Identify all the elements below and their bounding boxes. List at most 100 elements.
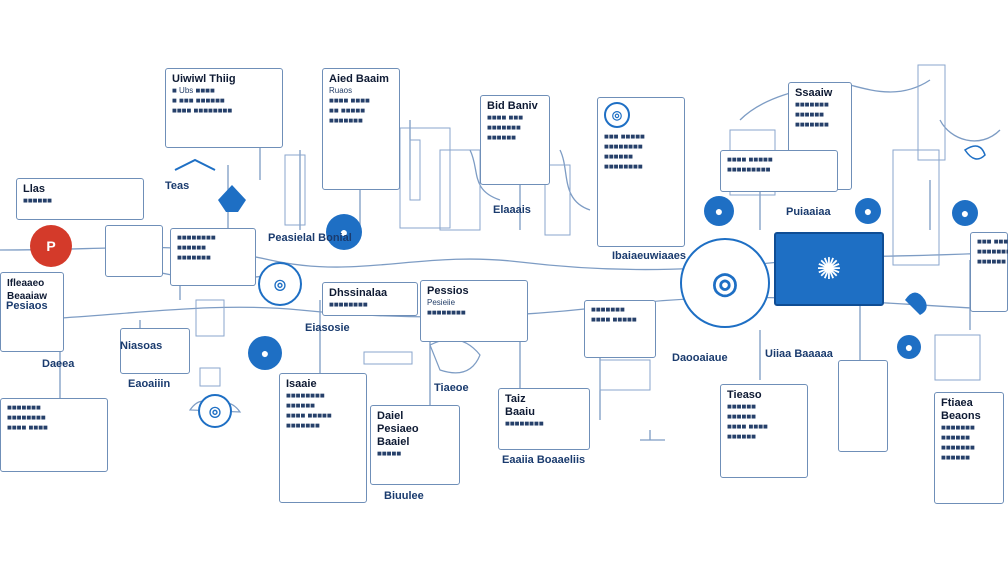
card-line: ■■■■ ■■■■ — [727, 422, 768, 431]
gear-icon: ✺ — [816, 252, 842, 286]
card-line: Ruaos — [329, 86, 353, 95]
card-line: ■■■■ ■■■■■■■■ — [172, 106, 233, 115]
card-line: ■■■ ■■■■ — [977, 237, 1008, 246]
card-title: Uiwiwl Thiig — [172, 73, 236, 85]
card-line: ■■■■ ■■■ — [487, 113, 524, 122]
card-line: ■■■■■■■■ — [286, 391, 325, 400]
card-title: Taiz Baaiu — [505, 393, 535, 418]
card-line: ■■■■■■■ — [795, 120, 829, 129]
card-line: ■■■■■■■ — [941, 423, 975, 432]
label-8: Uiiaa Baaaaa — [765, 348, 833, 360]
info-card-6: ■■■■ ■■■■■ ■■■■■■■■■ — [720, 150, 838, 192]
card-line: ■■■■■■ — [977, 257, 1006, 266]
label-1: Teas — [165, 180, 190, 192]
card-line: ■■■■ ■■■■■ — [286, 411, 332, 420]
card-line: ■■■■■■■ — [591, 305, 625, 314]
label-7: Daooaiaue — [672, 352, 728, 364]
card-line: ■■■■■■ — [604, 152, 633, 161]
info-card-18: ■■■■■■■ ■■■■■■■■ ■■■■ ■■■■ — [0, 398, 108, 472]
info-card-11: ■■■■■■■ ■■■■ ■■■■■ — [584, 300, 656, 358]
pin-node-3: ● — [704, 196, 734, 226]
card-line: ■■■■■■■■ — [7, 413, 46, 422]
pin-node-5: ● — [952, 200, 978, 226]
label-3: Elaaais — [493, 204, 531, 216]
central-hub-node: ◎ — [680, 238, 770, 328]
card-line: ■■■■■■■■ — [604, 162, 643, 171]
label-15: Niasoas — [120, 340, 163, 352]
label-13: Eaaiia Boaaeliis — [502, 454, 586, 466]
card-line: ■ ■■■ ■■■■■■ — [172, 96, 225, 105]
label-12: Biuulee — [384, 490, 424, 502]
label-6: Eiasosie — [305, 322, 350, 334]
card-title: Bid Baniv — [487, 100, 538, 112]
label-5: Puiaaiaa — [786, 206, 831, 218]
card-title: Dhssinalaa — [329, 287, 388, 299]
card-line: ■■■■■■■ — [795, 100, 829, 109]
card-title: Llas — [23, 183, 46, 195]
pin-node-6: ● — [897, 335, 921, 359]
card-line: ■■■■ ■■■■■ — [591, 315, 637, 324]
card-line: ■■■■■■ — [23, 196, 52, 205]
label-4: Ibaiaeuwiaaes — [612, 250, 686, 262]
info-card-15: Tieaso ■■■■■■ ■■■■■■ ■■■■ ■■■■ ■■■■■■ — [720, 384, 808, 478]
alert-node: P — [30, 225, 72, 267]
hub-node: ◎ — [258, 262, 302, 306]
card-line: ■ Ubs ■■■■ — [172, 86, 215, 95]
label-10: Eaoaiiin — [128, 378, 171, 390]
card-title: Tieaso — [727, 389, 762, 401]
card-line: ■■■■■■■■ — [329, 300, 368, 309]
gear-panel: ✺ — [774, 232, 884, 306]
card-line: ■■■■■■■■ — [427, 308, 466, 317]
card-title: Ftiaea Beaons — [941, 397, 981, 422]
card-line: ■■■■ ■■■■ — [7, 423, 48, 432]
pin-node-1: ● — [326, 214, 362, 250]
frame-b — [838, 360, 888, 452]
info-card-4: ◎ ■■■ ■■■■■ ■■■■■■■■ ■■■■■■ ■■■■■■■■ — [597, 97, 685, 247]
card-line: ■■■■■■■ — [177, 253, 211, 262]
card-line: Pesieiie — [427, 298, 456, 307]
card-line: ■■■■■■■■ — [177, 233, 216, 242]
frame-a — [105, 225, 163, 277]
card-line: ■■ ■■■■■ — [329, 106, 366, 115]
info-card-7: Llas ■■■■■■ — [16, 178, 144, 220]
card-line: ■■■■■■ — [727, 432, 756, 441]
card-title: Daiel Pesiaeo Baaiel — [377, 410, 419, 448]
card-line: ■■■■■■■■ — [604, 142, 643, 151]
card-line: ■■■■■■■ — [7, 403, 41, 412]
card-line: ■■■■■■■ — [329, 116, 363, 125]
info-card-14: Taiz Baaiu ■■■■■■■■ — [498, 388, 590, 450]
card-line: ■■■■■■ — [727, 412, 756, 421]
card-line: ■■■ ■■■■■ — [604, 132, 645, 141]
info-card-2: Aied Baaim Ruaos ■■■■ ■■■■ ■■ ■■■■■ ■■■■… — [322, 68, 400, 190]
info-card-13: Daiel Pesiaeo Baaiel ■■■■■ — [370, 405, 460, 485]
frame-c — [120, 328, 190, 374]
info-card-17: Ifleaaeo Beaaiaw — [0, 272, 64, 352]
info-card-9: Dhssinalaa ■■■■■■■■ — [322, 282, 418, 316]
card-title: Pessios — [427, 285, 469, 297]
info-card-16: Ftiaea Beaons ■■■■■■■ ■■■■■■ ■■■■■■■ ■■■… — [934, 392, 1004, 504]
card-line: ■■■■■■■ — [941, 443, 975, 452]
label-11: Tiaeoe — [434, 382, 469, 394]
card-title: Aied Baaim — [329, 73, 389, 85]
card-title: Isaaie — [286, 378, 317, 390]
label-2: Peasielal Bonial — [268, 232, 352, 244]
card-line: ■■■■ ■■■■■ — [727, 155, 773, 164]
pin-node-2: ● — [248, 336, 282, 370]
card-line: ■■■■■■■ — [286, 421, 320, 430]
globe-node: ◎ — [198, 394, 232, 428]
pin-node-4: ● — [855, 198, 881, 224]
card-line: ■■■■■■ — [487, 133, 516, 142]
card-line: ■■■■■■■ — [487, 123, 521, 132]
info-card-3: Bid Baniv ■■■■ ■■■ ■■■■■■■ ■■■■■■ — [480, 95, 550, 185]
label-14: Daeea — [42, 358, 75, 370]
info-icon: ◎ — [604, 102, 630, 128]
card-line: ■■■■■■ — [795, 110, 824, 119]
card-line: ■■■■■■■■■ — [727, 165, 771, 174]
card-title: Ifleaaeo Beaaiaw — [7, 278, 48, 302]
card-line: ■■■■■ — [377, 449, 402, 458]
card-line: ■■■■■■■ — [977, 247, 1008, 256]
card-line: ■■■■■■ — [727, 402, 756, 411]
label-9: Pesiaos — [6, 300, 48, 312]
